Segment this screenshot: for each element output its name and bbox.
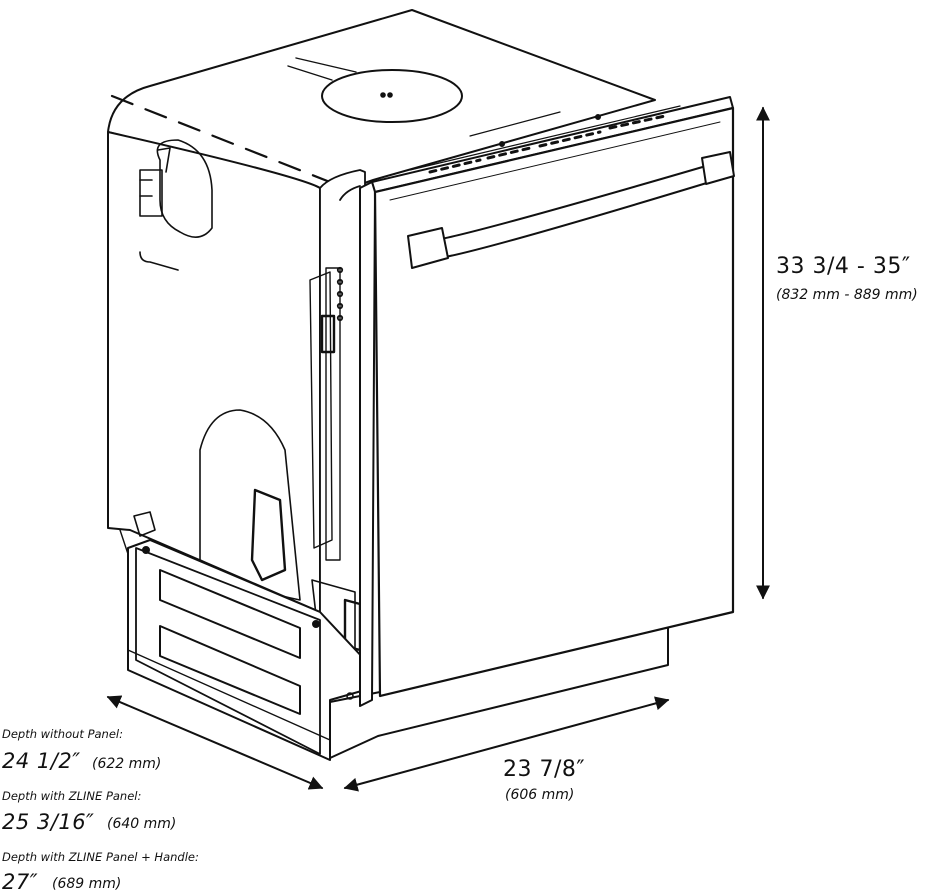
- front-frame: L: [309, 169, 366, 673]
- depth-arrow: [106, 695, 324, 790]
- depth-metric: (640 mm): [107, 816, 177, 832]
- depth-caption: Depth without Panel:: [2, 727, 123, 741]
- width-metric: (606 mm): [505, 787, 575, 803]
- depth-value: 27″: [2, 870, 39, 894]
- depth-caption: Depth with ZLINE Panel + Handle:: [2, 850, 199, 864]
- width-arrow: [343, 696, 670, 792]
- height-value: 33 3/4 - 35″: [776, 254, 911, 279]
- depth-value: 25 3/16″: [2, 810, 95, 834]
- door-handle: [407, 151, 735, 269]
- depth-caption: Depth with ZLINE Panel:: [2, 789, 142, 803]
- depth-metric: (622 mm): [92, 756, 162, 772]
- door-panel: [359, 96, 735, 707]
- dishwasher-body: [107, 9, 656, 613]
- height-metric: (832 mm - 889 mm): [776, 287, 918, 303]
- depth-metric: (689 mm): [52, 876, 122, 892]
- width-value: 23 7/8″: [503, 757, 586, 782]
- dimension-arrows: [106, 106, 770, 792]
- depth-value: 24 1/2″: [2, 749, 81, 773]
